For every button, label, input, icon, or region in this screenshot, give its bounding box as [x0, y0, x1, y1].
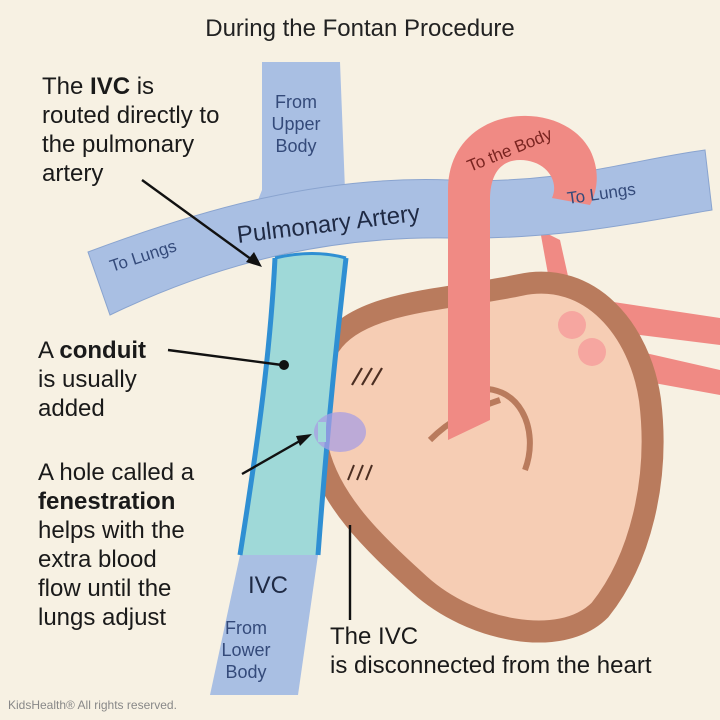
callout-fenestration-line-6: lungs adjust	[38, 604, 167, 631]
pulmonary-vein-opening-1	[558, 311, 586, 339]
aorta	[448, 115, 597, 440]
callout-conduit-line-3: added	[38, 395, 105, 422]
conduit	[240, 253, 346, 555]
pointer-fenestration	[241, 436, 306, 476]
pointer-ivc-routed-arrowhead	[246, 252, 262, 267]
pointer-conduit-dot	[279, 360, 289, 370]
label-from-upper-body-1: From	[275, 92, 317, 112]
stitch-upper	[351, 367, 383, 386]
callout-fenestration-line-4: extra blood	[38, 546, 157, 573]
label-from-lower-body-3: Body	[225, 662, 266, 682]
callout-fenestration-bold: fenestration	[38, 488, 176, 515]
callout-ivc-routed: The IVC is routed directly to the pulmon…	[42, 72, 219, 188]
inferior-vena-cava	[210, 555, 318, 695]
pointer-fenestration-arrowhead	[296, 434, 312, 446]
label-from-lower-body-2: Lower	[221, 640, 270, 660]
callout-conduit-line-2: is usually	[38, 366, 137, 393]
callout-ivc-disconnected: The IVC is disconnected from the heart	[330, 622, 652, 680]
label-from-lower-body-1: From	[225, 618, 267, 638]
callout-conduit-line-1: A conduit	[38, 336, 146, 365]
conduit-right-edge	[315, 257, 349, 556]
callout-fenestration-line-5: flow until the	[38, 575, 172, 602]
conduit-left-edge	[237, 257, 278, 556]
label-from-upper-body-2: Upper	[271, 114, 320, 134]
callout-ivc-routed-bold: IVC	[90, 73, 131, 100]
fenestration-gap	[318, 422, 326, 442]
pulmonary-vein-opening-2	[578, 338, 606, 366]
label-from-upper-body-3: Body	[275, 136, 316, 156]
callout-conduit-pre: A	[38, 337, 60, 364]
callout-ivc-routed-post: is	[130, 73, 155, 100]
callout-ivc-disconnected-line-1: The IVC	[330, 623, 419, 650]
superior-vena-cava	[248, 62, 360, 225]
callout-ivc-routed-line-3: the pulmonary	[42, 131, 195, 158]
callout-ivc-disconnected-line-2: is disconnected from the heart	[330, 652, 652, 679]
callout-fenestration-line-1: A hole called a	[38, 459, 195, 486]
callout-fenestration-line-2: fenestration	[38, 487, 194, 516]
callout-conduit: A conduit is usually added	[38, 336, 146, 423]
stitch-lower	[347, 464, 373, 481]
conduit-top-edge	[274, 252, 347, 260]
callout-fenestration: A hole called a fenestration helps with …	[38, 458, 194, 632]
copyright-footer: KidsHealth® All rights reserved.	[8, 698, 177, 712]
callout-conduit-bold: conduit	[59, 337, 147, 364]
pointer-ivc-routed	[141, 179, 256, 263]
callout-ivc-routed-line-4: artery	[42, 160, 104, 187]
callout-ivc-routed-pre: The	[42, 73, 91, 100]
callout-ivc-routed-line-1: The IVC is	[42, 72, 219, 101]
pointer-conduit	[167, 348, 283, 367]
fenestration	[314, 412, 366, 452]
diagram-title: During the Fontan Procedure	[205, 15, 515, 42]
callout-ivc-routed-line-2: routed directly to	[42, 102, 220, 129]
callout-fenestration-line-3: helps with the	[38, 517, 185, 544]
label-ivc: IVC	[248, 572, 288, 599]
